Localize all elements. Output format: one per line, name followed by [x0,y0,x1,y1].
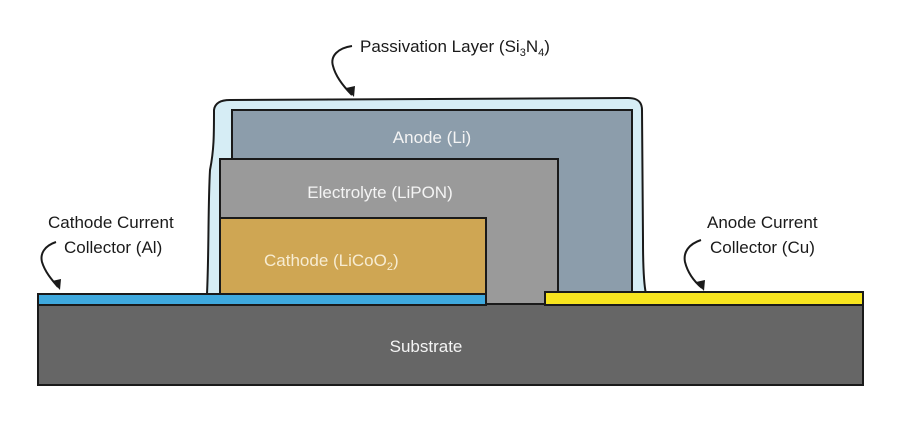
anode-collector-label-line2: Collector (Cu) [710,238,815,257]
anode-collector-label-line1: Anode Current [707,213,818,232]
substrate-label: Substrate [390,337,463,356]
passivation-arrow-icon [331,45,353,96]
cathode-collector-arrow-icon [40,241,59,288]
cathode-collector-label-line2: Collector (Al) [64,238,162,257]
anode-collector-arrow-icon [683,239,703,289]
anode-label: Anode (Li) [393,128,471,147]
anode-current-collector [544,291,864,306]
substrate-layer [37,303,864,386]
cathode-current-collector [37,293,487,306]
passivation-arrowhead-icon [346,86,355,97]
cathode-collector-label-line1: Cathode Current [48,213,174,232]
electrolyte-label: Electrolyte (LiPON) [307,183,452,202]
cathode-layer [219,217,487,295]
cathode-collector-arrowhead-icon [52,279,61,290]
passivation-label: Passivation Layer (Si3N4) [360,37,550,59]
anode-collector-arrowhead-icon [696,280,705,291]
cathode-label: Cathode (LiCoO2) [264,251,399,273]
